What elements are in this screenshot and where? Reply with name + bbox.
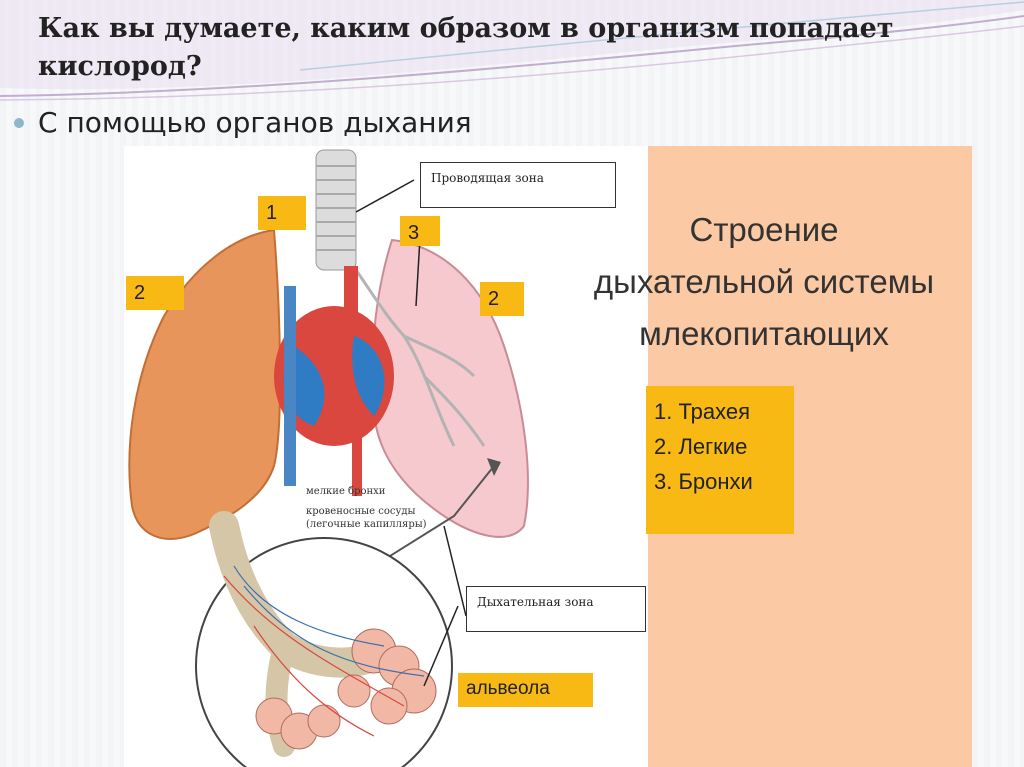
label-box-2-right: 2 [480, 282, 524, 316]
figure-title-line: дыхательной системы [554, 256, 972, 308]
figure-title-line: млекопитающих [554, 308, 972, 360]
label-box-3: 3 [400, 216, 440, 246]
bullet-dot-icon [14, 118, 24, 128]
figure-title: Строение дыхательной системы млекопитающ… [554, 204, 972, 360]
legend-item-lungs: 2. Легкие [654, 429, 794, 464]
bullet-text: С помощью органов дыхания [38, 106, 472, 139]
capillaries-label: (легочные капилляры) [306, 519, 427, 531]
label-box-1: 1 [258, 196, 306, 230]
label-box-2-left: 2 [126, 276, 184, 310]
conducting-zone-label: Проводящая зона [420, 162, 616, 208]
respiratory-zone-label: Дыхательная зона [466, 586, 646, 632]
figure-title-line: Строение [554, 204, 972, 256]
small-bronchi-label: мелкие бронхи [306, 486, 385, 498]
legend-box: 1. Трахея 2. Легкие 3. Бронхи [646, 386, 794, 534]
blood-vessels-label: кровеносные сосуды [306, 506, 415, 518]
trachea-icon [316, 150, 356, 270]
alveola-label: альвеола [458, 673, 593, 707]
respiratory-system-figure: 1 2 3 2 Проводящая зона Дыхательная зона… [124, 146, 972, 767]
legend-item-bronchi: 3. Бронхи [654, 464, 794, 499]
bullet-item: С помощью органов дыхания [14, 106, 472, 139]
slide-title: Как вы думаете, каким образом в организм… [38, 10, 1008, 86]
legend-item-trachea: 1. Трахея [654, 394, 794, 429]
